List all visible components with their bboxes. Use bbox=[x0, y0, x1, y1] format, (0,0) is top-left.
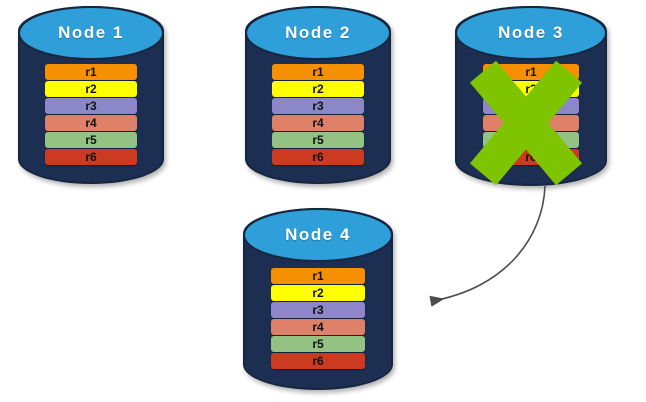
node-4-cylinder-top: Node 4 bbox=[243, 208, 393, 262]
node-4-row-r4-label: r4 bbox=[312, 320, 324, 334]
node-4-row-r1-label: r1 bbox=[312, 269, 324, 283]
node-1-row-r4[interactable]: r4 bbox=[45, 115, 137, 131]
node-3-rows: r1 r2 r3 r4 r5 r6 bbox=[483, 64, 579, 165]
node-2-row-r3[interactable]: r3 bbox=[272, 98, 364, 114]
node-3-row-r3-label: r3 bbox=[525, 99, 537, 113]
node-1-row-r6-label: r6 bbox=[85, 150, 97, 164]
node-1-row-r5[interactable]: r5 bbox=[45, 132, 137, 148]
node-1-row-r2[interactable]: r2 bbox=[45, 81, 137, 97]
node-2-row-r1[interactable]: r1 bbox=[272, 64, 364, 80]
node-2-row-r4-label: r4 bbox=[312, 116, 324, 130]
node-2-title: Node 2 bbox=[285, 23, 351, 42]
node-3-row-r6[interactable]: r6 bbox=[483, 149, 579, 165]
node-3-row-r1-label: r1 bbox=[525, 65, 537, 79]
node-1-row-r3[interactable]: r3 bbox=[45, 98, 137, 114]
node-4-row-r2-label: r2 bbox=[312, 286, 324, 300]
node-2-row-r5[interactable]: r5 bbox=[272, 132, 364, 148]
node-4-row-r1[interactable]: r1 bbox=[271, 268, 365, 284]
node-1-row-r4-label: r4 bbox=[85, 116, 97, 130]
node-2-row-r6[interactable]: r6 bbox=[272, 149, 364, 165]
node-1-row-r5-label: r5 bbox=[85, 133, 97, 147]
node-3-title: Node 3 bbox=[498, 23, 564, 42]
node-2[interactable]: Node 2 r1 r2 r3 r4 r5 r6 bbox=[245, 6, 391, 184]
node-4-row-r3-label: r3 bbox=[312, 303, 324, 317]
node-2-row-r2[interactable]: r2 bbox=[272, 81, 364, 97]
node-1-cylinder-top: Node 1 bbox=[18, 6, 164, 60]
node-1-row-r1[interactable]: r1 bbox=[45, 64, 137, 80]
node-2-row-r6-label: r6 bbox=[312, 150, 324, 164]
node-3-row-r4[interactable]: r4 bbox=[483, 115, 579, 131]
node-2-row-r5-label: r5 bbox=[312, 133, 324, 147]
node-2-row-r1-label: r1 bbox=[312, 65, 324, 79]
node-2-cylinder-top: Node 2 bbox=[245, 6, 391, 60]
node-2-row-r2-label: r2 bbox=[312, 82, 324, 96]
node-3-row-r2[interactable]: r2 bbox=[483, 81, 579, 97]
node-1-row-r1-label: r1 bbox=[85, 65, 97, 79]
node-4[interactable]: Node 4 r1 r2 r3 r4 r5 r6 bbox=[243, 208, 393, 390]
node-1[interactable]: Node 1 r1 r2 r3 r4 r5 r6 bbox=[18, 6, 164, 184]
node-4-row-r5-label: r5 bbox=[312, 337, 324, 351]
node-4-rows: r1 r2 r3 r4 r5 r6 bbox=[271, 268, 365, 369]
node-1-row-r2-label: r2 bbox=[85, 82, 97, 96]
node-4-title: Node 4 bbox=[285, 225, 351, 244]
node-1-title: Node 1 bbox=[58, 23, 124, 42]
node-4-row-r6[interactable]: r6 bbox=[271, 353, 365, 369]
node-3-row-r3[interactable]: r3 bbox=[483, 98, 579, 114]
node-3-cylinder-top: Node 3 bbox=[455, 6, 607, 60]
node-4-row-r2[interactable]: r2 bbox=[271, 285, 365, 301]
node-3-row-r6-label: r6 bbox=[525, 150, 537, 164]
node-2-rows: r1 r2 r3 r4 r5 r6 bbox=[272, 64, 364, 165]
node-1-row-r3-label: r3 bbox=[85, 99, 97, 113]
node-3-row-r5[interactable]: r5 bbox=[483, 132, 579, 148]
node-4-row-r3[interactable]: r3 bbox=[271, 302, 365, 318]
node-4-row-r6-label: r6 bbox=[312, 354, 324, 368]
node-3-row-r5-label: r5 bbox=[525, 133, 537, 147]
node-2-row-r4[interactable]: r4 bbox=[272, 115, 364, 131]
node-3-row-r1[interactable]: r1 bbox=[483, 64, 579, 80]
node-4-row-r5[interactable]: r5 bbox=[271, 336, 365, 352]
node-3[interactable]: Node 3 r1 r2 r3 r4 r5 r6 bbox=[455, 6, 607, 186]
node-3-row-r2-label: r2 bbox=[525, 82, 537, 96]
arrow-path bbox=[429, 185, 546, 307]
node-2-row-r3-label: r3 bbox=[312, 99, 324, 113]
node-1-row-r6[interactable]: r6 bbox=[45, 149, 137, 165]
node-4-row-r4[interactable]: r4 bbox=[271, 319, 365, 335]
node-1-rows: r1 r2 r3 r4 r5 r6 bbox=[45, 64, 137, 165]
node-3-row-r4-label: r4 bbox=[525, 116, 537, 130]
